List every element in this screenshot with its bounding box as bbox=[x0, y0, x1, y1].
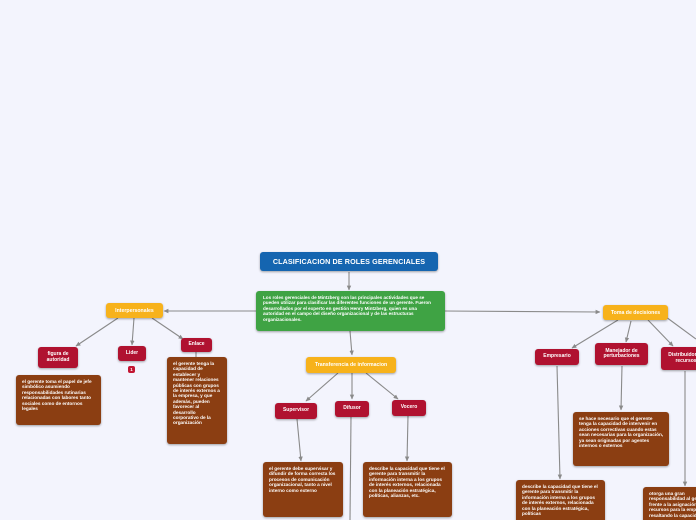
role-distribuidor-recursos[interactable]: Distribuidor de recursos bbox=[661, 347, 696, 370]
connector-decisiones-offscreen bbox=[665, 316, 696, 340]
lider-count-badge[interactable]: 1 bbox=[128, 366, 135, 373]
connector-decisiones-manejador bbox=[624, 320, 632, 343]
category-toma-decisiones[interactable]: Toma de decisiones bbox=[603, 305, 668, 320]
role-enlace[interactable]: Enlace bbox=[181, 338, 212, 352]
role-figura-autoridad[interactable]: figura de autoridad bbox=[38, 347, 78, 368]
connector-interpersonales-lider bbox=[130, 317, 135, 346]
category-transferencia-informacion[interactable]: Transferencia de informacion bbox=[306, 357, 396, 373]
detail-manejador[interactable]: se hace necesario que el gerente tenga l… bbox=[573, 412, 669, 466]
connector-informacion-supervisor bbox=[305, 372, 339, 402]
connector-description-informacion bbox=[349, 330, 354, 356]
detail-supervisor[interactable]: el gerente debe supervisar y difundir de… bbox=[263, 462, 343, 517]
detail-vocero[interactable]: describe la capacidad que tiene el geren… bbox=[363, 462, 452, 517]
connector-decisiones-distribuidor bbox=[647, 319, 674, 347]
connector-difusor-down bbox=[349, 416, 352, 520]
role-difusor[interactable]: Difusor bbox=[335, 401, 369, 417]
detail-figura-autoridad[interactable]: el gerente toma el papel de jefe simbóli… bbox=[16, 375, 101, 425]
connector-interpersonales-enlace bbox=[151, 317, 184, 340]
connector-empresario-detail bbox=[556, 365, 563, 480]
role-vocero[interactable]: Vocero bbox=[392, 400, 426, 416]
connector-decisiones-empresario bbox=[571, 319, 619, 349]
detail-distribuidor[interactable]: otorga una gran responsabilidad al geren… bbox=[643, 487, 696, 520]
role-manejador-perturbaciones[interactable]: Manejador de perturbaciones bbox=[595, 343, 648, 365]
role-supervisor[interactable]: Supervisor bbox=[275, 403, 317, 419]
connector-informacion-vocero bbox=[365, 372, 399, 400]
central-title-node[interactable]: CLASIFICACION DE ROLES GERENCIALES bbox=[260, 252, 438, 271]
description-node[interactable]: Los roles gerenciales de Mintzberg son l… bbox=[256, 291, 445, 331]
role-empresario[interactable]: Empresario bbox=[535, 349, 579, 365]
connector-manejador-detail bbox=[618, 365, 624, 411]
category-interpersonales[interactable]: Interpersonales bbox=[106, 303, 163, 318]
role-lider[interactable]: Lider bbox=[118, 346, 146, 361]
detail-empresario[interactable]: describe la capacidad que tiene el geren… bbox=[516, 480, 605, 520]
detail-enlace[interactable]: el gerente tenga la capacidad de estable… bbox=[167, 357, 227, 444]
connector-interpersonales-figura bbox=[75, 317, 119, 347]
connector-vocero-detail bbox=[404, 415, 410, 462]
connector-supervisor-detail bbox=[296, 418, 303, 462]
connector-description-decisiones bbox=[443, 309, 601, 315]
